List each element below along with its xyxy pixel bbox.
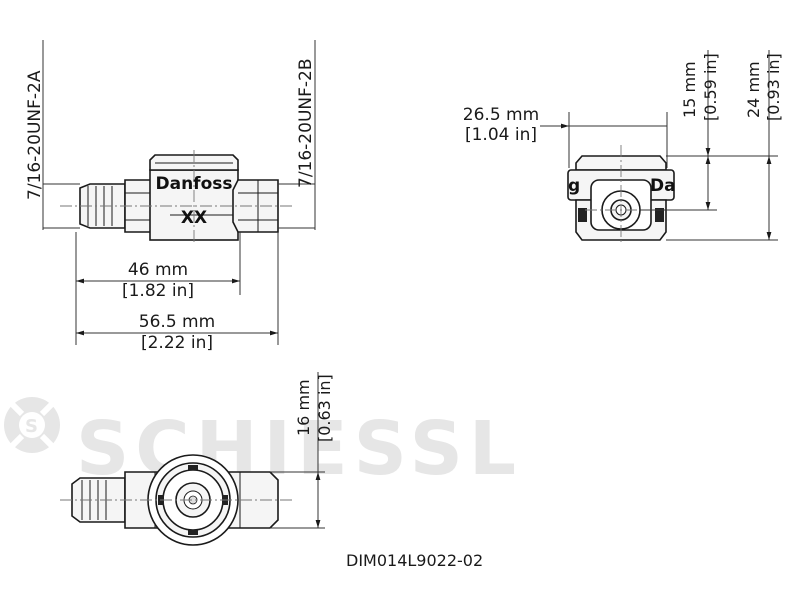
end-view-fragment-left: g bbox=[568, 176, 580, 196]
dim-axis-height-mm: 15 mm bbox=[680, 61, 699, 118]
dim-width-in: [1.04 in] bbox=[465, 125, 537, 145]
thread-right-label: 7/16-20UNF-2B bbox=[296, 59, 316, 189]
dim-top-height-in: [0.63 in] bbox=[315, 374, 334, 442]
dim-width-mm: 26.5 mm bbox=[463, 105, 539, 125]
end-view: g Da 26.5 mm [1.04 in] 15 mm [0.59 in] 2… bbox=[463, 50, 783, 245]
thread-left-label: 7/16-20UNF-2A bbox=[25, 70, 45, 200]
end-view-fragment-right: Da bbox=[650, 176, 676, 196]
dim-total-height-mm: 24 mm bbox=[744, 61, 763, 118]
svg-text:S: S bbox=[25, 416, 38, 437]
dim-total-height-in: [0.93 in] bbox=[764, 53, 783, 121]
dim-axis-height-in: [0.59 in] bbox=[701, 53, 720, 121]
watermark-logo-icon: S bbox=[4, 397, 60, 453]
dim-inner-in: [1.82 in] bbox=[122, 281, 194, 301]
brand-label: Danfoss bbox=[156, 174, 233, 194]
document-id: DIM014L9022-02 bbox=[346, 551, 483, 570]
dim-inner-mm: 46 mm bbox=[128, 260, 188, 280]
dim-top-height-mm: 16 mm bbox=[294, 379, 313, 436]
side-view: Danfoss XX 7/16-20UNF-2A 7/16-20UNF-2B 4… bbox=[25, 40, 316, 353]
top-view: 16 mm [0.63 in] bbox=[60, 372, 334, 546]
dim-overall-in: [2.22 in] bbox=[141, 333, 213, 353]
center-mark: XX bbox=[181, 208, 207, 228]
dim-overall-mm: 56.5 mm bbox=[139, 312, 215, 332]
